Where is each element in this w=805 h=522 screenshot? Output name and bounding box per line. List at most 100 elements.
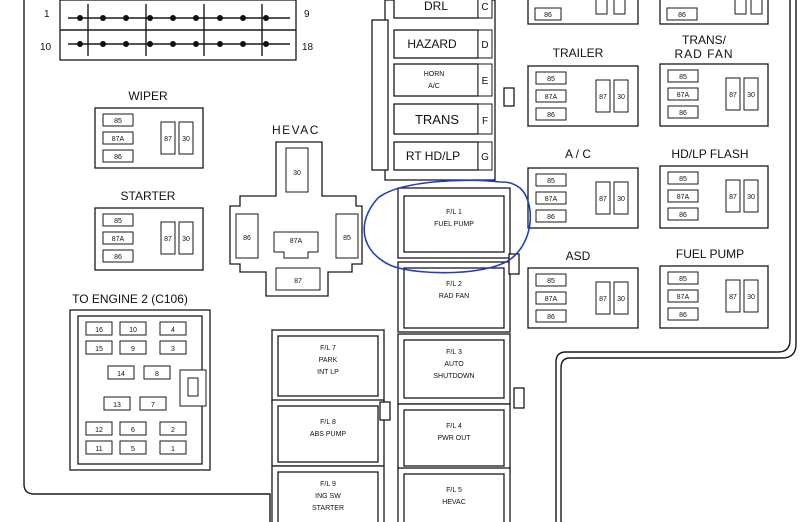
connector-pin-dot <box>193 41 199 47</box>
fuse-hazard[interactable]: HAZARD D <box>393 29 493 59</box>
engine-connector-pin-6: 6 <box>131 427 135 434</box>
fuse-drl[interactable]: DRL C <box>393 0 493 19</box>
relay-hdlp-flash-pin-85: 85 <box>679 176 687 183</box>
fusible-link-fl7-name-line2: INT LP <box>317 369 339 376</box>
relay-hdlp-flash-pin-slot <box>667 189 699 203</box>
connector-pin-dot <box>263 15 269 21</box>
relay-wiper-pin-slot <box>102 149 134 163</box>
fusible-link-fl7-number: F/L 7 <box>320 345 336 352</box>
connector-pin-dot <box>123 41 129 47</box>
fuse-trans-label: TRANS <box>415 112 459 127</box>
relay-fuel-pump-pin-slot <box>743 279 759 313</box>
engine-connector-pin-13: 13 <box>113 402 121 409</box>
engine-connector-pin-15: 15 <box>95 346 103 353</box>
relay-hdlp-flash-pin-slot <box>725 179 741 213</box>
relay-asd-pin-slot <box>595 281 611 315</box>
fusible-link-fl8-number: F/L 8 <box>320 419 336 426</box>
relay-trailer-title: TRAILER <box>553 46 604 60</box>
relay-ac-pin-87a: 87A <box>545 196 558 203</box>
connector-pin-dot <box>240 15 246 21</box>
engine-connector-pin-slot <box>119 421 147 436</box>
hevac-relay[interactable]: HEVAC 30 86 87A 85 87 <box>229 123 363 297</box>
relay-top-partial-right[interactable]: 86 <box>659 0 769 25</box>
engine-connector-pin-2: 2 <box>171 427 175 434</box>
fusible-link-fl8[interactable]: F/L 8 ABS PUMP <box>271 399 385 467</box>
hevac-pin-86-slot <box>235 213 259 259</box>
relay-ac-pin-86: 86 <box>547 214 555 221</box>
relay-asd-pin-85: 85 <box>547 278 555 285</box>
engine-connector-pin-slot <box>103 396 131 411</box>
pin-label-9: 9 <box>304 9 310 20</box>
relay-starter-pin-86: 86 <box>114 254 122 261</box>
relay-wiper-pin-86: 86 <box>114 154 122 161</box>
engine-connector-pin-16: 16 <box>95 327 103 334</box>
top-connector: 1 9 10 18 <box>40 0 314 61</box>
relay-asd-pin-slot <box>535 273 567 287</box>
relay-trans-rad-fan-title-line1: TRANS/ <box>682 33 727 47</box>
hevac-title: HEVAC <box>272 123 320 137</box>
fusible-link-fl7-name: PARK <box>319 357 338 364</box>
relay-starter-pin-85: 85 <box>114 218 122 225</box>
relay-starter-pin-slot <box>178 221 194 255</box>
relay-hdlp-flash-pin-slot <box>743 179 759 213</box>
relay-hdlp-flash-pin-slot <box>667 171 699 185</box>
fusible-link-fl8-name: ABS PUMP <box>310 431 347 438</box>
fl-tab-left <box>379 401 391 421</box>
hevac-pin-87-slot <box>275 267 321 291</box>
relay-asd-title: ASD <box>566 249 591 263</box>
engine-connector-pin-3: 3 <box>171 346 175 353</box>
fuse-rt-hd-lp[interactable]: RT HD/LP G <box>393 141 493 171</box>
relay-fuel-pump-pin-slot <box>725 279 741 313</box>
engine-connector-pin-4: 4 <box>171 327 175 334</box>
fuse-trans[interactable]: TRANS F <box>393 103 493 135</box>
connector-pin-dot <box>100 41 106 47</box>
relay-trans-rad-fan-pin-85: 85 <box>679 74 687 81</box>
relay-trans-rad-fan-pin-86: 86 <box>679 110 687 117</box>
fusible-link-fl1-name: FUEL PUMP <box>434 221 474 228</box>
relay-trailer-pin-30: 30 <box>617 94 625 101</box>
relay-ac-pin-slot <box>535 209 567 223</box>
relay-asd-pin-slot <box>613 281 629 315</box>
relay-hdlp-flash-title: HD/LP FLASH <box>671 147 748 161</box>
fl-tab-right-1 <box>508 253 520 275</box>
hevac-pin-87a-slot <box>273 231 319 259</box>
fuse-drl-letter: C <box>481 2 488 13</box>
housing-outline-right-inner <box>560 0 797 522</box>
relay-fuel-pump-pin-87: 87 <box>729 294 737 301</box>
relay-top-partial-mid[interactable]: 86 <box>527 0 639 25</box>
relay-asd-pin-30: 30 <box>617 296 625 303</box>
relay-trailer-pin-87: 87 <box>599 94 607 101</box>
relay-trailer-pin-86: 86 <box>547 112 555 119</box>
fusible-link-fl3-name-line2: SHUTDOWN <box>433 373 474 380</box>
fuse-horn-ac[interactable]: HORN A/C E <box>393 63 493 97</box>
connector-pin-dot <box>77 15 83 21</box>
fuse-ac-label: A/C <box>428 83 440 90</box>
connector-pin-dot <box>170 41 176 47</box>
relay-fuel-pump-pin-slot <box>667 307 699 321</box>
relay-wiper-pin-slot <box>160 121 176 155</box>
engine-connector-pin-slot <box>119 321 147 336</box>
relay-wiper-title: WIPER <box>128 89 168 103</box>
relay-starter-pin-slot <box>102 249 134 263</box>
engine-connector-pin-5: 5 <box>131 446 135 453</box>
engine-connector-pin-1: 1 <box>171 446 175 453</box>
fusible-link-fl7[interactable]: F/L 7 PARK INT LP <box>271 329 385 403</box>
engine-connector-pin-slot <box>139 396 167 411</box>
hevac-pin-85-slot <box>335 213 359 259</box>
fuse-column: DRL C HAZARD D HORN A/C E TRANS F <box>371 0 515 181</box>
